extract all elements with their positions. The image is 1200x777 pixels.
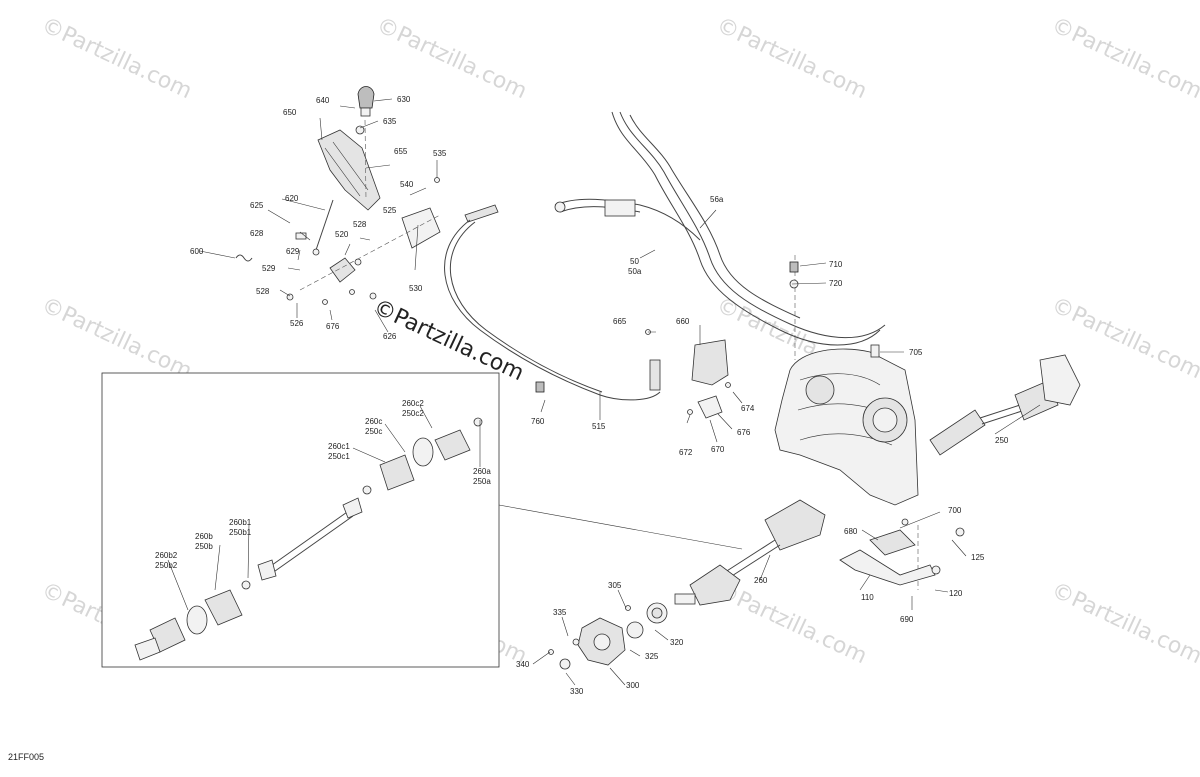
callout-690: 690: [900, 615, 914, 624]
callout-260c1: 260c1: [328, 442, 350, 451]
callout-250: 250: [995, 436, 1009, 445]
callout-600: 600: [190, 247, 204, 256]
callout-710: 710: [829, 260, 843, 269]
callout-655: 655: [394, 147, 408, 156]
callout-705: 705: [909, 348, 923, 357]
callout-50: 50: [630, 257, 639, 266]
callout-320: 320: [670, 638, 684, 647]
callout-680: 680: [844, 527, 858, 536]
watermark: ©Partzilla.com: [37, 13, 195, 104]
leader-lines: [167, 98, 1041, 686]
watermark: ©Partzilla.com: [1047, 13, 1200, 104]
callout-640: 640: [316, 96, 330, 105]
callout-672: 672: [679, 448, 693, 457]
support-bracket: [839, 518, 965, 586]
callout-665: 665: [613, 317, 627, 326]
callout-250b2: 250b2: [155, 561, 178, 570]
callout-260c2: 260c2: [402, 399, 424, 408]
callout-250c: 250c: [365, 427, 382, 436]
callout-700: 700: [948, 506, 962, 515]
callout-250b1: 250b1: [229, 528, 252, 537]
callout-625: 625: [250, 201, 264, 210]
callout-650: 650: [283, 108, 297, 117]
diagram-code: 21FF005: [8, 752, 44, 762]
callout-674: 674: [741, 404, 755, 413]
callout-620: 620: [285, 194, 299, 203]
callout-250b: 250b: [195, 542, 213, 551]
callout-630: 630: [397, 95, 411, 104]
callout-676a: 676: [326, 322, 340, 331]
callout-528a: 528: [353, 220, 367, 229]
watermark: ©Partzilla.com: [1047, 578, 1200, 669]
callout-305: 305: [608, 581, 622, 590]
callout-530: 530: [409, 284, 423, 293]
wheel-hub: [548, 602, 668, 670]
callout-528b: 528: [256, 287, 270, 296]
callout-525: 525: [383, 206, 397, 215]
callout-325: 325: [645, 652, 659, 661]
wiring-harness: [554, 111, 886, 346]
callout-56a: 56a: [710, 195, 724, 204]
alignment-line: [299, 214, 441, 291]
callout-760: 760: [531, 417, 545, 426]
callout-670: 670: [711, 445, 725, 454]
callout-526: 526: [290, 319, 304, 328]
callout-260b1: 260b1: [229, 518, 252, 527]
callout-300: 300: [626, 681, 640, 690]
drive-shaft-260: [674, 499, 826, 606]
callout-260: 260: [754, 576, 768, 585]
callout-250c1: 250c1: [328, 452, 350, 461]
callout-520: 520: [335, 230, 349, 239]
callout-125: 125: [971, 553, 985, 562]
callout-340: 340: [516, 660, 530, 669]
callout-635: 635: [383, 117, 397, 126]
callout-535: 535: [433, 149, 447, 158]
callout-260c: 260c: [365, 417, 382, 426]
callout-260a: 260a: [473, 467, 491, 476]
callout-676b: 676: [737, 428, 751, 437]
callout-50a: 50a: [628, 267, 642, 276]
transmission: [774, 261, 919, 506]
callout-660: 660: [676, 317, 690, 326]
callout-335: 335: [553, 608, 567, 617]
callout-120: 120: [949, 589, 963, 598]
callout-529: 529: [262, 264, 276, 273]
callout-628a: 628: [250, 229, 264, 238]
watermark: ©Partzilla.com: [712, 13, 870, 104]
shifter-assembly: [235, 86, 661, 401]
watermark: ©Partzilla.com: [372, 13, 530, 104]
callout-629: 629: [286, 247, 300, 256]
callout-720: 720: [829, 279, 843, 288]
inset-box: [101, 372, 743, 668]
callout-540: 540: [400, 180, 414, 189]
callout-330: 330: [570, 687, 584, 696]
callout-626: 626: [383, 332, 397, 341]
callout-250a: 250a: [473, 477, 491, 486]
callout-260b: 260b: [195, 532, 213, 541]
callout-250c2: 250c2: [402, 409, 424, 418]
callout-labels: 630 640 635 650 655 535 540 525 625 620 …: [155, 95, 1009, 696]
watermark: ©Partzilla.com: [712, 578, 870, 669]
drive-shaft-250: [929, 354, 1081, 456]
alignment-line: [364, 119, 367, 201]
callout-110: 110: [861, 593, 874, 602]
watermark: ©Partzilla.com: [37, 293, 195, 384]
callout-515: 515: [592, 422, 606, 431]
callout-260b2: 260b2: [155, 551, 178, 560]
